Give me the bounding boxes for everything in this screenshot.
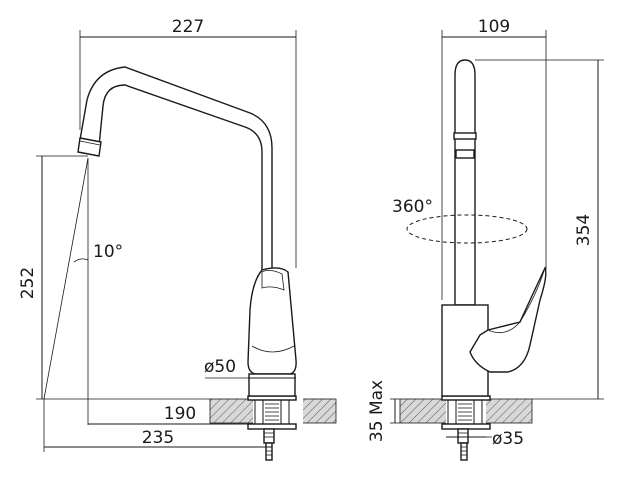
dim-reach-235: 235 bbox=[43, 399, 272, 452]
label-base-diameter: ø50 bbox=[204, 357, 236, 377]
label-reach-190: 190 bbox=[164, 404, 196, 424]
front-spout-body bbox=[79, 66, 273, 271]
label-spout-height: 252 bbox=[18, 267, 38, 299]
dim-total-height: 354 bbox=[475, 59, 604, 400]
dim-max-thickness: 35 Max bbox=[367, 380, 400, 442]
dim-side-width: 109 bbox=[441, 17, 547, 300]
front-handle-body bbox=[247, 267, 297, 375]
dim-front-width: 227 bbox=[79, 17, 297, 268]
label-hole-diameter: ø35 bbox=[492, 429, 524, 449]
side-handle bbox=[469, 266, 547, 373]
label-total-height: 354 bbox=[574, 214, 594, 246]
dim-angle: 10° bbox=[43, 157, 123, 425]
front-aerator bbox=[77, 137, 102, 157]
label-angle: 10° bbox=[93, 242, 123, 262]
label-reach-235: 235 bbox=[142, 428, 174, 448]
dim-hole-diameter: ø35 bbox=[446, 429, 524, 449]
label-side-width: 109 bbox=[478, 17, 510, 37]
rotation-ellipse bbox=[406, 214, 528, 244]
side-view: 360° 109 354 35 Max bbox=[367, 17, 604, 461]
side-aerator bbox=[453, 132, 477, 140]
label-front-width: 227 bbox=[172, 17, 204, 37]
label-rotation: 360° bbox=[392, 197, 433, 217]
dim-base-diameter: ø50 bbox=[204, 357, 296, 379]
label-max-thickness: 35 Max bbox=[367, 380, 387, 442]
dim-spout-height: 252 bbox=[18, 155, 210, 400]
front-view: 227 252 10° ø50 190 bbox=[18, 17, 337, 461]
dim-reach-190: 190 bbox=[88, 404, 272, 425]
side-spout-body bbox=[454, 59, 476, 306]
